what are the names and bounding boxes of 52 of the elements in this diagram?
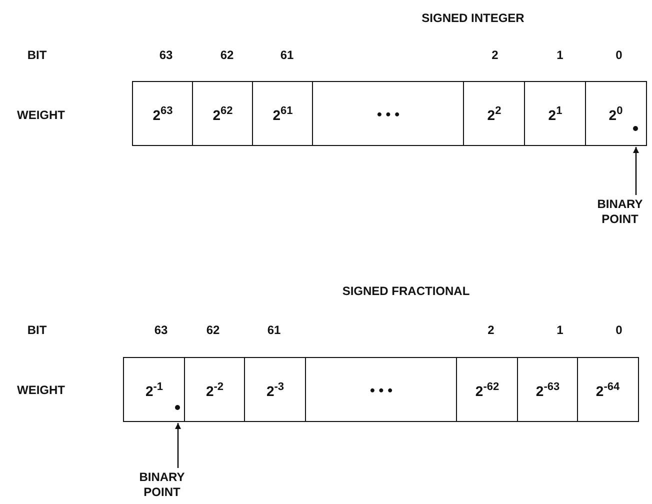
weight-value: 2$^{0}$ xyxy=(608,104,624,122)
weight-value: 2$^{61}$ xyxy=(272,104,294,122)
weight-value: 2$^{63}$ xyxy=(152,104,174,122)
binary-point-label: BINARY POINT xyxy=(588,197,652,227)
row-header: WEIGHT xyxy=(17,383,65,397)
weight-value: 2$^{1}$ xyxy=(547,104,564,122)
weight-value: 2$^{-3}$ xyxy=(265,380,286,398)
bit-weight-cell xyxy=(184,357,246,422)
bit-weight-cell xyxy=(305,357,458,422)
bit-number: 63 xyxy=(154,323,168,337)
bit-number: 62 xyxy=(206,323,220,337)
bit-number: 1 xyxy=(556,48,564,62)
weight-value: • • • xyxy=(376,106,400,122)
bit-weight-cell xyxy=(123,357,186,422)
bit-weight-cell xyxy=(524,81,586,146)
bit-weight-cell xyxy=(252,81,314,146)
weight-value: 2$^{2}$ xyxy=(486,104,502,122)
bit-weight-cell xyxy=(312,81,464,146)
weight-value: 2$^{62}$ xyxy=(212,104,234,122)
weight-value: • • • xyxy=(369,382,394,398)
row-header: BIT xyxy=(27,323,47,337)
binary-point-label: BINARY POINT xyxy=(130,470,194,500)
weight-value: 2$^{-62}$ xyxy=(474,380,500,398)
bit-weight-cell xyxy=(517,357,578,422)
section-title: SIGNED INTEGER xyxy=(422,11,524,25)
weight-value: 2$^{-2}$ xyxy=(204,380,225,398)
bit-weight-cell xyxy=(585,81,646,146)
bit-number: 1 xyxy=(556,323,564,337)
bit-number: 2 xyxy=(488,323,494,337)
binary-point-dot xyxy=(633,126,638,131)
bit-weight-cell xyxy=(577,357,638,422)
bit-number: 0 xyxy=(616,48,622,62)
bit-number: 62 xyxy=(220,48,234,62)
bit-weight-cell xyxy=(456,357,518,422)
weight-value: 2$^{-1}$ xyxy=(144,380,164,398)
bit-number: 63 xyxy=(159,48,173,62)
bit-number: 0 xyxy=(616,323,622,337)
leader-arrow xyxy=(633,147,639,195)
row-header: WEIGHT xyxy=(17,108,65,122)
bit-weight-cell xyxy=(192,81,254,146)
weight-value: 2$^{-63}$ xyxy=(534,380,561,398)
bit-number: 2 xyxy=(492,48,498,62)
bit-weight-cell xyxy=(463,81,526,146)
binary-point-dot xyxy=(175,405,180,410)
bit-weight-cell xyxy=(244,357,306,422)
row-header: BIT xyxy=(27,48,47,62)
bit-weight-cell xyxy=(132,81,194,146)
weight-value: 2$^{-64}$ xyxy=(594,380,621,398)
leader-arrow xyxy=(175,423,181,468)
bit-number: 61 xyxy=(267,323,281,337)
bit-number: 61 xyxy=(280,48,294,62)
section-title: SIGNED FRACTIONAL xyxy=(342,284,470,298)
